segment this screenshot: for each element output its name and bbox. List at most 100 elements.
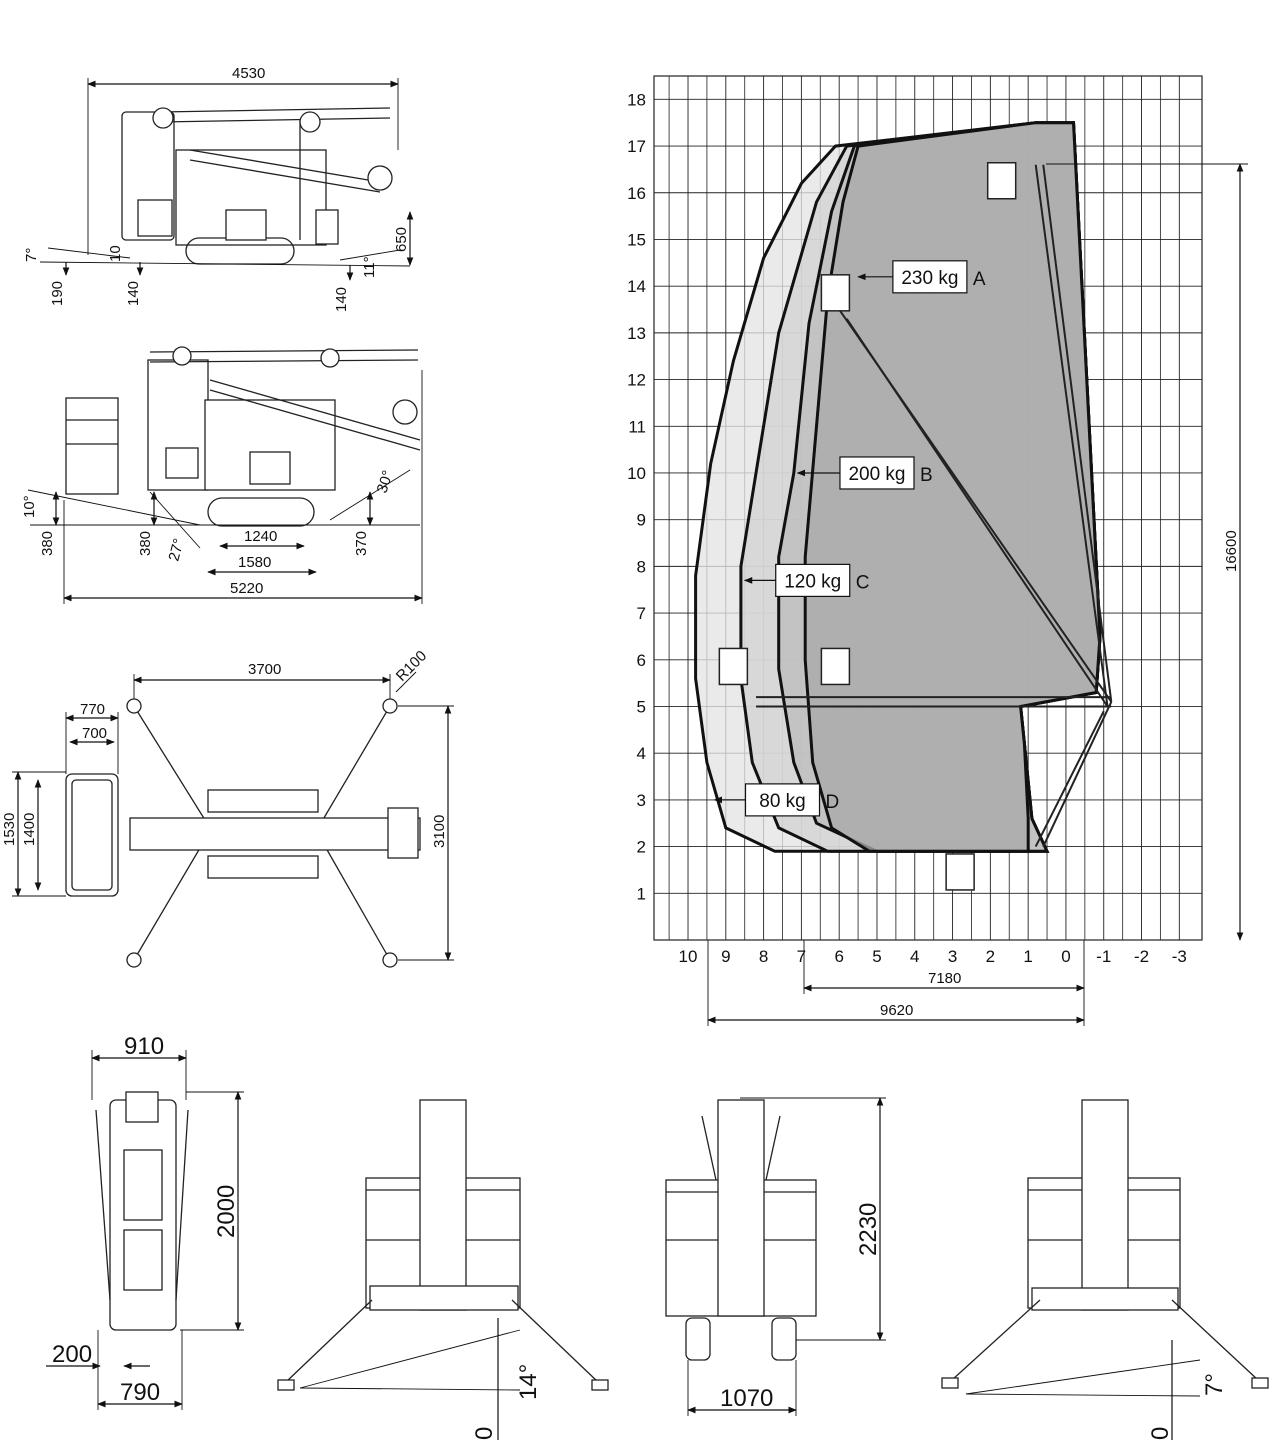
dim-16600: 16600 [1223, 530, 1240, 572]
dim-370: 370 [353, 531, 370, 556]
load-box [839, 456, 915, 490]
front-view-4: 7° 0 [941, 1099, 1269, 1440]
x-tick-label: 5 [872, 947, 881, 966]
track-2 [207, 497, 315, 527]
boom-segment [1034, 710, 1105, 848]
angle-7: 7° [23, 248, 40, 262]
dim-1070: 1070 [720, 1385, 773, 1412]
dim-10: 10 [107, 245, 124, 262]
x-tick-label: 2 [986, 947, 995, 966]
y-tick-label: 15 [627, 230, 646, 249]
dim-190: 190 [49, 281, 66, 306]
x-tick-label: 0 [1061, 947, 1070, 966]
basket-icon [986, 161, 1017, 200]
load-value: 230 kg [901, 268, 958, 289]
angle-11: 11° [361, 256, 378, 278]
load-box [775, 563, 851, 597]
dim-4530: 4530 [232, 65, 265, 82]
boom-segment [1034, 164, 1109, 707]
dim-3700: 3700 [248, 661, 281, 678]
x-tick-label: 4 [910, 947, 919, 966]
x-tick-label: 8 [759, 947, 768, 966]
dim-770: 770 [80, 701, 105, 718]
load-envelopes [694, 121, 1102, 853]
load-value: 80 kg [759, 791, 805, 812]
x-tick-label: 6 [834, 947, 843, 966]
y-tick-label: 2 [637, 838, 646, 857]
platform-basket-2 [65, 397, 119, 495]
y-tick-label: 12 [627, 371, 646, 390]
dim-140-right: 140 [333, 287, 350, 312]
x-tick-label: 9 [721, 947, 730, 966]
y-tick-label: 9 [637, 511, 646, 530]
dim-9620: 9620 [880, 1002, 913, 1019]
y-tick-label: 8 [637, 557, 646, 576]
y-tick-label: 1 [637, 884, 646, 903]
load-box [892, 260, 968, 294]
x-tick-label: 1 [1023, 947, 1032, 966]
side-view-transport: 4530 7° 10 11° 650 190 140 140 [23, 65, 414, 312]
angle-27: 27° [165, 537, 187, 563]
machine-front-folded [109, 1099, 177, 1331]
y-tick-label: 13 [627, 324, 646, 343]
y-tick-label: 10 [627, 464, 646, 483]
load-box [744, 783, 821, 817]
dim-3100: 3100 [431, 815, 448, 848]
load-value: 120 kg [784, 571, 841, 592]
dim-910: 910 [124, 1033, 164, 1060]
boom-segment [845, 318, 1109, 708]
y-tick-label: 17 [627, 137, 646, 156]
envelope-a [803, 121, 1102, 853]
chart-frame [653, 75, 1203, 941]
dim-1530: 1530 [1, 813, 18, 846]
dim-2230: 2230 [855, 1203, 882, 1256]
front-view-2: 14° 0 [277, 1099, 609, 1440]
dim-140-left: 140 [125, 281, 142, 306]
boom-segment [1042, 701, 1113, 848]
y-tick-label: 5 [637, 697, 646, 716]
dim-790: 790 [120, 1379, 160, 1406]
dim-r100: R100 [393, 647, 430, 684]
load-zone: C [856, 572, 870, 593]
x-tick-label: -1 [1096, 947, 1111, 966]
y-tick-label: 4 [637, 744, 646, 763]
side-view-working: 10° 30° 27° 380 380 370 1240 1580 5220 [21, 346, 423, 604]
basket-top [65, 773, 119, 897]
front-view-1: 910 2000 200 790 [46, 1033, 244, 1410]
front-view-3: 2230 1070 [665, 1097, 886, 1416]
dim-1240: 1240 [244, 528, 277, 545]
dim-7180: 7180 [928, 970, 961, 987]
angle-10: 10° [21, 495, 38, 518]
load-value: 200 kg [848, 464, 905, 485]
dim-200: 200 [52, 1341, 92, 1368]
dim-zero-b: 0 [1147, 1427, 1174, 1440]
basket-icon [820, 647, 851, 686]
dim-380-left: 380 [39, 531, 56, 556]
angle-14: 14° [515, 1364, 542, 1400]
y-tick-label: 7 [637, 604, 646, 623]
dim-5220: 5220 [230, 580, 263, 597]
dim-1400: 1400 [21, 813, 38, 846]
y-tick-label: 16 [627, 184, 646, 203]
dim-380-mid: 380 [137, 531, 154, 556]
boom-outline [718, 161, 1113, 891]
x-tick-label: 3 [948, 947, 957, 966]
angle-7-front: 7° [1201, 1373, 1228, 1396]
dim-700: 700 [82, 725, 107, 742]
basket-icon [718, 647, 749, 686]
basket-icon [945, 853, 975, 891]
y-tick-label: 18 [627, 90, 646, 109]
y-tick-label: 11 [628, 417, 646, 436]
load-zone: B [920, 465, 933, 486]
dim-1580: 1580 [238, 554, 271, 571]
angle-30: 30° [374, 468, 397, 495]
y-tick-label: 14 [627, 277, 646, 296]
basket-icon [820, 274, 851, 312]
y-tick-label: 3 [637, 791, 646, 810]
dim-2000: 2000 [213, 1185, 240, 1238]
load-zone: D [825, 792, 839, 813]
dim-650: 650 [393, 227, 410, 252]
